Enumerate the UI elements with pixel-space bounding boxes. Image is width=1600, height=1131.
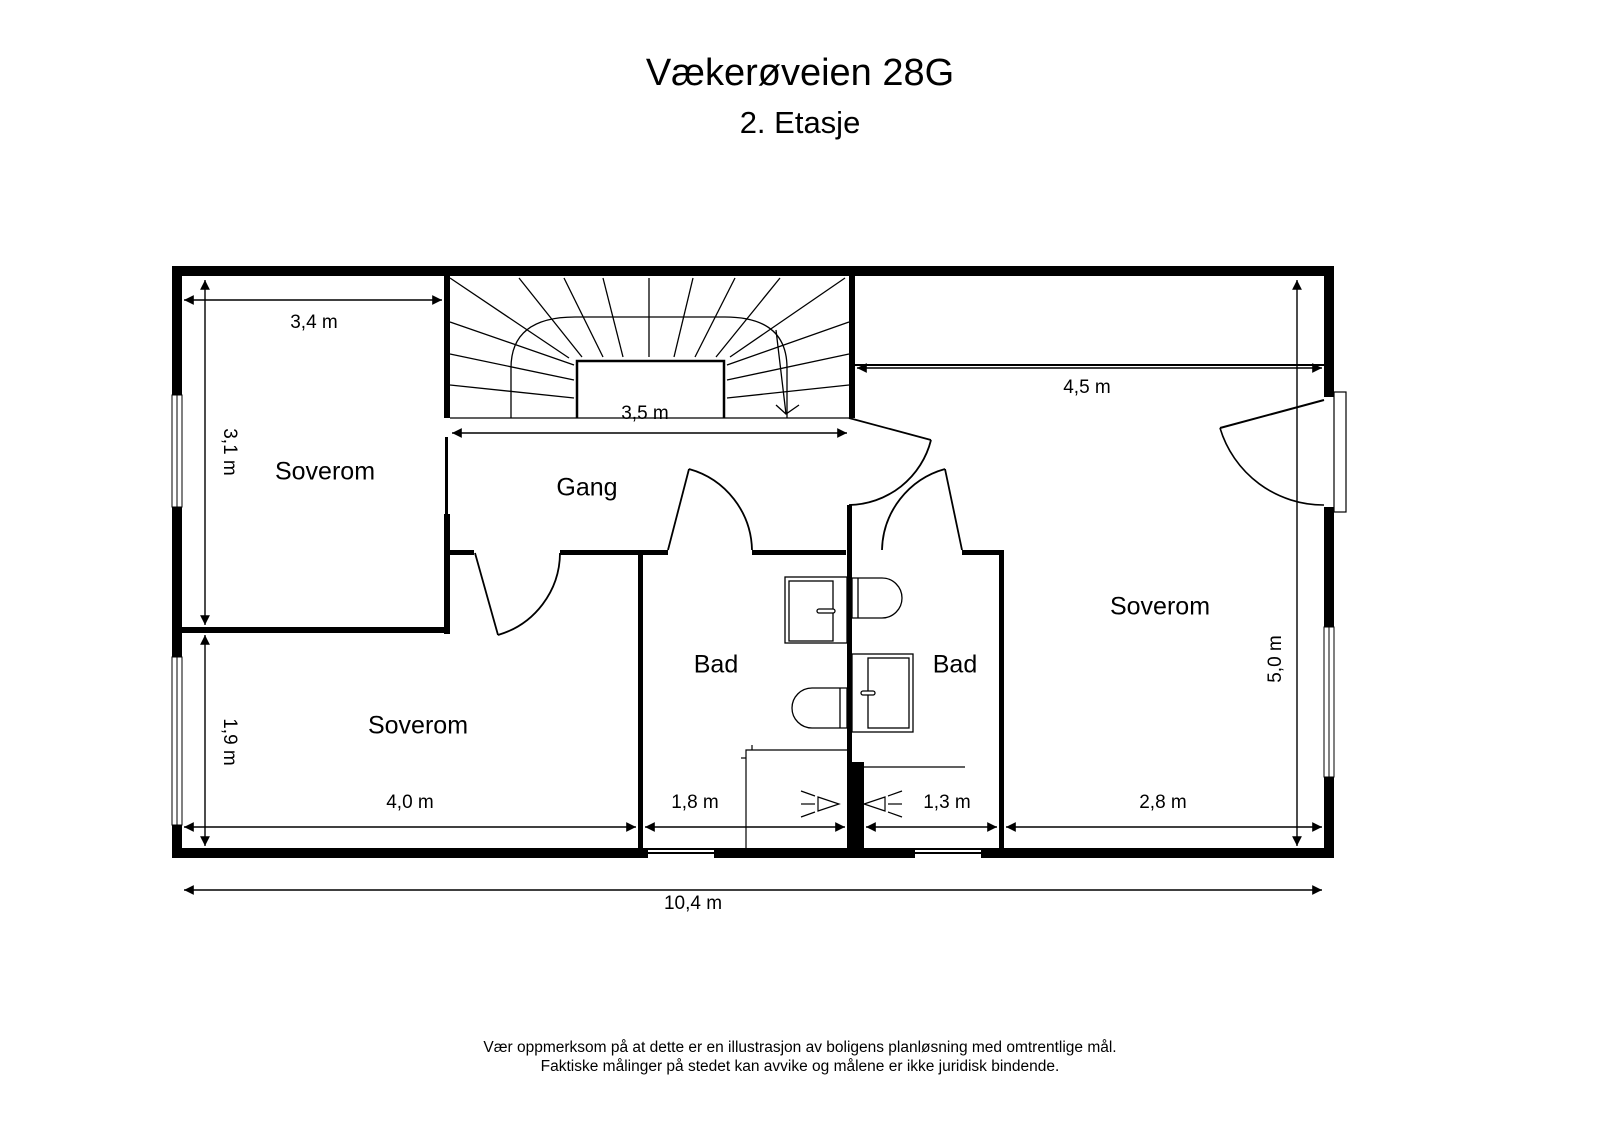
- dimension-lines: [184, 280, 1322, 895]
- bath1-toilet: [791, 687, 848, 729]
- room-label-bedroom-top-left: Soverom: [274, 457, 376, 486]
- window-left-bottom: [171, 656, 183, 826]
- disclaimer: Vær oppmerksom på at dette er en illustr…: [0, 1038, 1600, 1076]
- dimension-label: 1,3 m: [923, 792, 971, 813]
- room-label-bedroom-bottom-left: Soverom: [367, 711, 469, 740]
- dimension-label: 3,4 m: [290, 312, 338, 333]
- dimension-label: 4,5 m: [1063, 377, 1111, 398]
- dimension-label: 4,0 m: [386, 792, 434, 813]
- shower-bath1: [741, 745, 847, 848]
- plan-title: Vækerøveien 28G: [645, 52, 955, 94]
- room-label-bathroom-2: Bad: [932, 650, 978, 679]
- bath1-sink: [784, 576, 848, 644]
- disclaimer-line-1: Vær oppmerksom på at dette er en illustr…: [483, 1039, 1117, 1056]
- room-label-bedroom-right: Soverom: [1109, 592, 1211, 621]
- dimension-label: 2,8 m: [1139, 792, 1187, 813]
- dimension-label: 3,5 m: [621, 403, 669, 424]
- door-bath-1: [667, 468, 753, 551]
- dimension-label: 1,9 m: [219, 718, 240, 766]
- window-left-top: [171, 394, 183, 508]
- room-label-hallway: Gang: [556, 473, 618, 502]
- balcony-door: [1219, 391, 1347, 513]
- door-bath-2: [881, 468, 963, 551]
- interior-walls: [182, 276, 1324, 848]
- dimension-label: 1,8 m: [671, 792, 719, 813]
- dimension-label: 5,0 m: [1265, 635, 1286, 683]
- disclaimer-line-2: Faktiske målinger på stedet kan avvike o…: [540, 1058, 1060, 1075]
- shower-bath2: [862, 766, 965, 818]
- room-label-bathroom-1: Bad: [693, 650, 739, 679]
- door-bedroom-bottom-left: [474, 552, 561, 636]
- window-right: [1323, 626, 1335, 778]
- staircase: [449, 277, 850, 419]
- dimension-label: 3,1 m: [219, 428, 240, 476]
- outer-walls: [172, 266, 1334, 858]
- floor-subtitle: 2. Etasje: [739, 105, 861, 140]
- window-bottom-2: [915, 850, 981, 858]
- dimension-label-total-width: 10,4 m: [663, 893, 723, 914]
- window-bottom-1: [648, 850, 714, 858]
- bath2-toilet: [851, 577, 903, 619]
- door-bedroom-right: [848, 417, 932, 506]
- bath2-sink: [851, 653, 914, 733]
